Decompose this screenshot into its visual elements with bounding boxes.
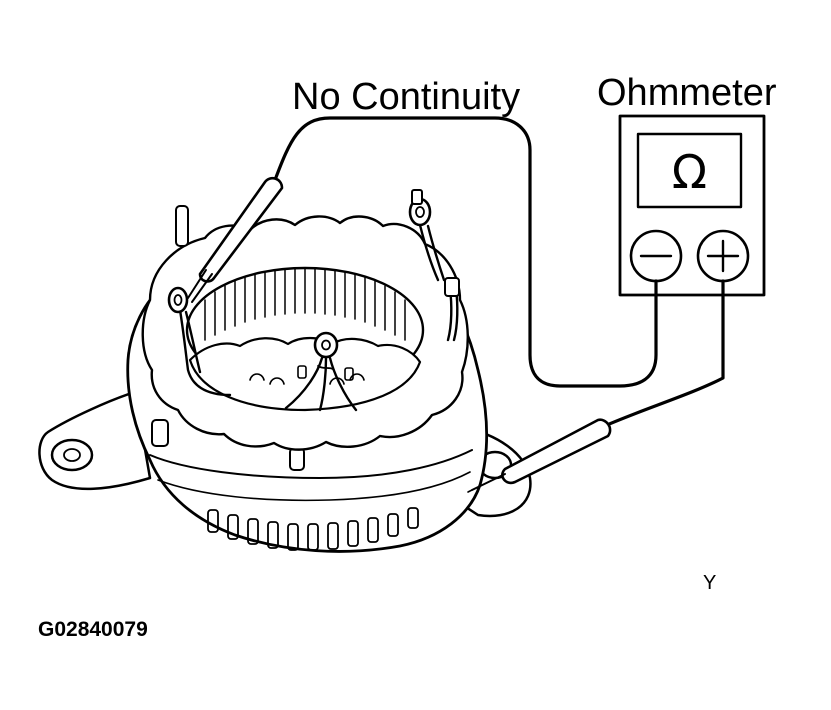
housing-slots — [207, 507, 419, 551]
positive-terminal — [696, 229, 750, 283]
ohmmeter-display — [636, 132, 743, 209]
figure-code: G02840079 — [38, 618, 148, 641]
test-probe-icon — [467, 418, 612, 493]
stator-leads — [167, 189, 460, 412]
stator-laminations — [204, 267, 406, 341]
ohm-symbol: Ω — [672, 145, 707, 199]
corner-mark: Y — [703, 572, 716, 594]
alternator-stator-drawing — [38, 205, 532, 553]
ohmmeter: Ω — [618, 114, 766, 297]
negative-test-lead — [273, 116, 658, 388]
positive-test-lead — [598, 279, 725, 430]
ohmmeter-label: Ohmmeter — [597, 72, 777, 114]
negative-terminal — [629, 229, 683, 283]
no-continuity-label: No Continuity — [292, 76, 520, 118]
test-probe-icon — [187, 176, 284, 303]
